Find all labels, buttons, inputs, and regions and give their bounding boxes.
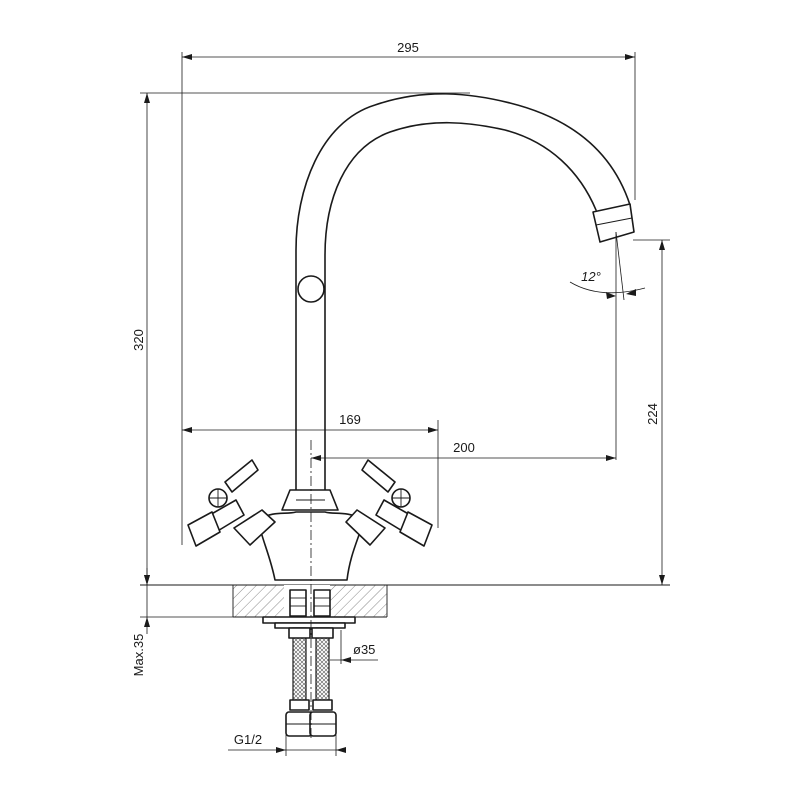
left-handle bbox=[187, 459, 276, 547]
extension-lines bbox=[140, 52, 670, 756]
dimension-spout-height: 224 bbox=[645, 240, 665, 585]
dim-label-12deg: 12° bbox=[581, 269, 601, 284]
dim-label-224: 224 bbox=[645, 403, 660, 425]
faucet-body bbox=[257, 489, 365, 581]
dim-label-g12: G1/2 bbox=[234, 732, 262, 747]
dimension-spout-angle: 12° bbox=[569, 269, 646, 299]
spout bbox=[295, 93, 635, 493]
dim-label-200: 200 bbox=[453, 440, 475, 455]
dim-label-320: 320 bbox=[131, 329, 146, 351]
dim-label-d35: ø35 bbox=[353, 642, 375, 657]
right-handle bbox=[345, 459, 433, 547]
dimension-overall-width: 295 bbox=[182, 40, 635, 60]
swivel-knob bbox=[297, 275, 325, 303]
flexible-hoses bbox=[285, 627, 337, 737]
dimension-handles-span: 169 bbox=[182, 412, 438, 433]
dim-label-295: 295 bbox=[397, 40, 419, 55]
dim-label-max35: Max.35 bbox=[131, 634, 146, 677]
dimension-hole-diameter: ø35 bbox=[330, 642, 378, 663]
dimension-max-thickness: Max.35 bbox=[131, 568, 150, 676]
dimension-spout-reach: 200 bbox=[311, 440, 616, 461]
mounting-shank bbox=[262, 589, 356, 629]
dimension-thread: G1/2 bbox=[228, 732, 346, 753]
dim-label-169: 169 bbox=[339, 412, 361, 427]
countertop bbox=[140, 584, 670, 618]
dimension-overall-height: 320 bbox=[131, 93, 150, 585]
